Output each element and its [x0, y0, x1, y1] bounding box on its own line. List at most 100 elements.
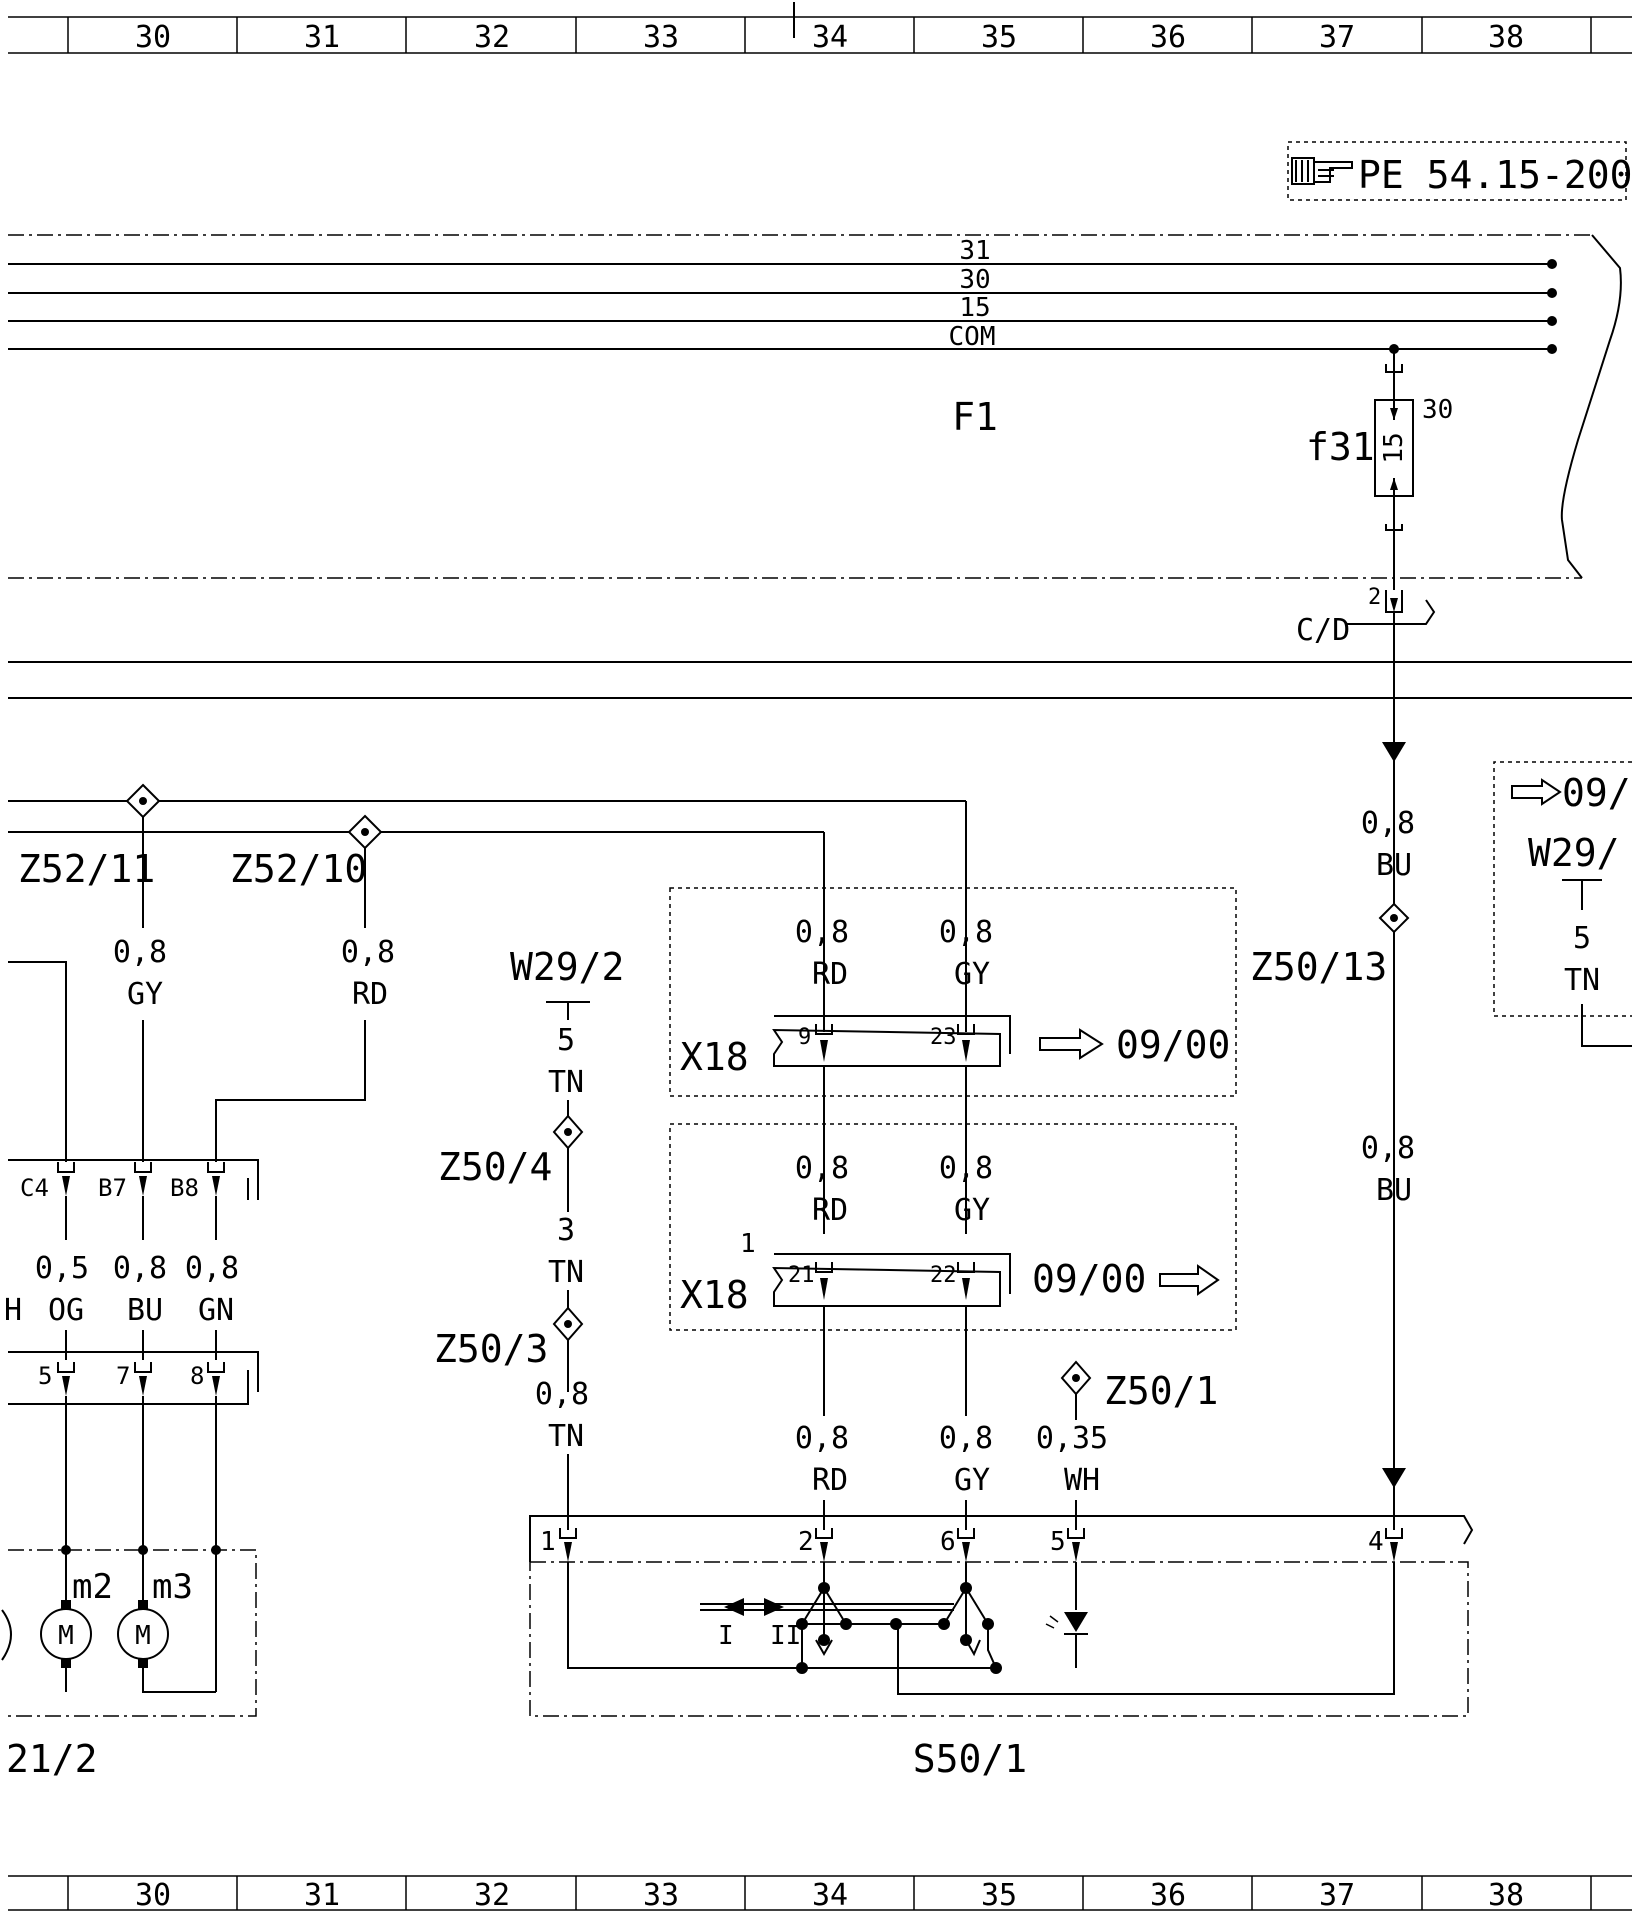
splice-z50-4	[552, 1114, 584, 1150]
top-grid-strip: 30 31 32 33 34 35 36 37 38	[8, 2, 1632, 55]
wire-bu-color: BU	[127, 1293, 163, 1328]
splice-z50-3-label: Z50/3	[434, 1327, 548, 1371]
w29-2-color3: TN	[548, 1419, 584, 1454]
hand-pointer-icon	[1291, 157, 1353, 185]
motor-m2-label: m2	[72, 1567, 113, 1607]
top-grid-37: 37	[1319, 20, 1355, 55]
wire-gn-size: 0,8	[185, 1251, 239, 1286]
right-box-size: 5	[1573, 921, 1591, 956]
wire-og-color: OG	[48, 1293, 84, 1328]
top-grid-34: 34	[812, 20, 848, 55]
bottom-grid-37: 37	[1319, 1878, 1355, 1913]
bottom-grid-strip: 30 31 32 33 34 35 36 37 38	[8, 1875, 1632, 1913]
switch-pin-1: 1	[540, 1527, 556, 1557]
switch-feed-wires: 0,8 RD 0,8 GY 0,35 WH Z50/1	[795, 1360, 1218, 1530]
x18-top-gy-size: 0,8	[939, 915, 993, 950]
switch-wh-color: WH	[1064, 1463, 1100, 1498]
x18-top-box: 0,8 RD 0,8 GY 9 23 X18 09/00	[669, 887, 1237, 1234]
bu-color-top: BU	[1376, 848, 1412, 883]
x18-bottom-box: 0,8 RD 0,8 GY 21 22 X18 1 09/00	[669, 1123, 1237, 1416]
splice-z50-4-label: Z50/4	[438, 1145, 552, 1189]
bottom-grid-30: 30	[135, 1878, 171, 1913]
wire-rd-size: 0,8	[341, 935, 395, 970]
pin-7: 7	[116, 1362, 130, 1390]
wire-bu-size: 0,8	[113, 1251, 167, 1286]
arrow-right-icon	[1159, 1264, 1220, 1296]
top-grid-33: 33	[643, 20, 679, 55]
fuse-f31: 15 f31 30	[1306, 344, 1453, 590]
w29-2-color2: TN	[548, 1255, 584, 1290]
x18-bottom-pin-21: 21	[788, 1263, 815, 1288]
pin-c4: C4	[20, 1174, 49, 1202]
pin-b8: B8	[170, 1174, 199, 1202]
x18-top-pin-23: 23	[930, 1025, 957, 1050]
switch-gy-color: GY	[954, 1463, 990, 1498]
bottom-grid-32: 32	[474, 1878, 510, 1913]
cd-label: C/D	[1296, 613, 1350, 648]
splice-z52-11-label: Z52/11	[18, 847, 155, 891]
bottom-grid-38: 38	[1488, 1878, 1524, 1913]
switch-pin-2: 2	[798, 1527, 814, 1557]
pin-5: 5	[38, 1362, 52, 1390]
pin-8: 8	[190, 1362, 204, 1390]
w29-2-wire: W29/2 5 TN Z50/4 3 TN Z50/3 0,8 TN	[434, 945, 624, 1530]
splice-z52-11	[125, 783, 161, 819]
splice-z50-13-label: Z50/13	[1250, 945, 1387, 989]
f1-label: F1	[952, 395, 998, 439]
motor-m2: M	[40, 1600, 92, 1668]
arrow-right-icon	[1039, 1028, 1104, 1060]
switch-pin-4: 4	[1368, 1527, 1384, 1557]
motor-m3-symbol: M	[135, 1621, 151, 1651]
switch-label: S50/1	[913, 1737, 1027, 1781]
x18-top-pin-9: 9	[798, 1025, 811, 1050]
cd-connector: 2 C/D	[1296, 585, 1436, 648]
top-grid-36: 36	[1150, 20, 1186, 55]
w29-2-label: W29/2	[510, 945, 624, 989]
top-grid-32: 32	[474, 20, 510, 55]
x18-bottom-label: X18	[680, 1273, 749, 1317]
w29-2-size2: 3	[557, 1213, 575, 1248]
x18-top-rd-size: 0,8	[795, 915, 849, 950]
w29-2-color1: TN	[548, 1065, 584, 1100]
bottom-grid-34: 34	[812, 1878, 848, 1913]
motor-m2-symbol: M	[58, 1621, 74, 1651]
right-partial-box: 09/ W29/ 5 TN	[1493, 761, 1632, 1047]
x18-bottom-ref: 09/00	[1032, 1257, 1146, 1301]
top-grid-30: 30	[135, 20, 171, 55]
x18-bottom-superscript: 1	[740, 1229, 756, 1259]
splice-z50-13	[1378, 902, 1410, 934]
switch-position-ii: II	[770, 1621, 801, 1651]
led-icon	[1045, 1612, 1088, 1668]
bu-size-top: 0,8	[1361, 806, 1415, 841]
arrow-right-icon	[1511, 778, 1562, 806]
switch-gy-size: 0,8	[939, 1421, 993, 1456]
motor-group: M M m2 m3 21/2	[1, 1396, 257, 1781]
switch-position-i: I	[718, 1621, 734, 1651]
x18-bottom-gy-color: GY	[954, 1193, 990, 1228]
x18-top-rd-color: RD	[812, 957, 848, 992]
x18-top-ref: 09/00	[1116, 1023, 1230, 1067]
top-grid-35: 35	[981, 20, 1017, 55]
splice-z52-10	[347, 814, 383, 850]
f1-module: 31 30 15 COM F1 15 f31 30	[8, 234, 1622, 590]
switch-wh-size: 0,35	[1036, 1421, 1108, 1456]
fuse-rating: 15	[1379, 432, 1409, 463]
x18-bottom-gy-size: 0,8	[939, 1151, 993, 1186]
fuse-terminal: 30	[1422, 395, 1453, 425]
reference-text: PE 54.15-2000	[1358, 153, 1632, 197]
bu-size-bottom: 0,8	[1361, 1131, 1415, 1166]
switch-pin-5: 5	[1050, 1527, 1066, 1557]
x18-top-label: X18	[680, 1035, 749, 1079]
connector-upper: C4 B7 B8 0,5 OG 0,8 BU 0,8 GN H 5 7 8	[4, 1159, 259, 1405]
w29-2-size3: 0,8	[535, 1377, 589, 1412]
splice-z50-1	[1060, 1360, 1092, 1396]
w29-2-size1: 5	[557, 1023, 575, 1058]
x18-top-gy-color: GY	[954, 957, 990, 992]
bus-label-30: 30	[959, 265, 990, 295]
bus-label-com: COM	[949, 322, 996, 352]
bus-label-31: 31	[959, 236, 990, 266]
bottom-grid-35: 35	[981, 1878, 1017, 1913]
wire-gn-color: GN	[198, 1293, 234, 1328]
motor-m3: M	[117, 1600, 169, 1668]
